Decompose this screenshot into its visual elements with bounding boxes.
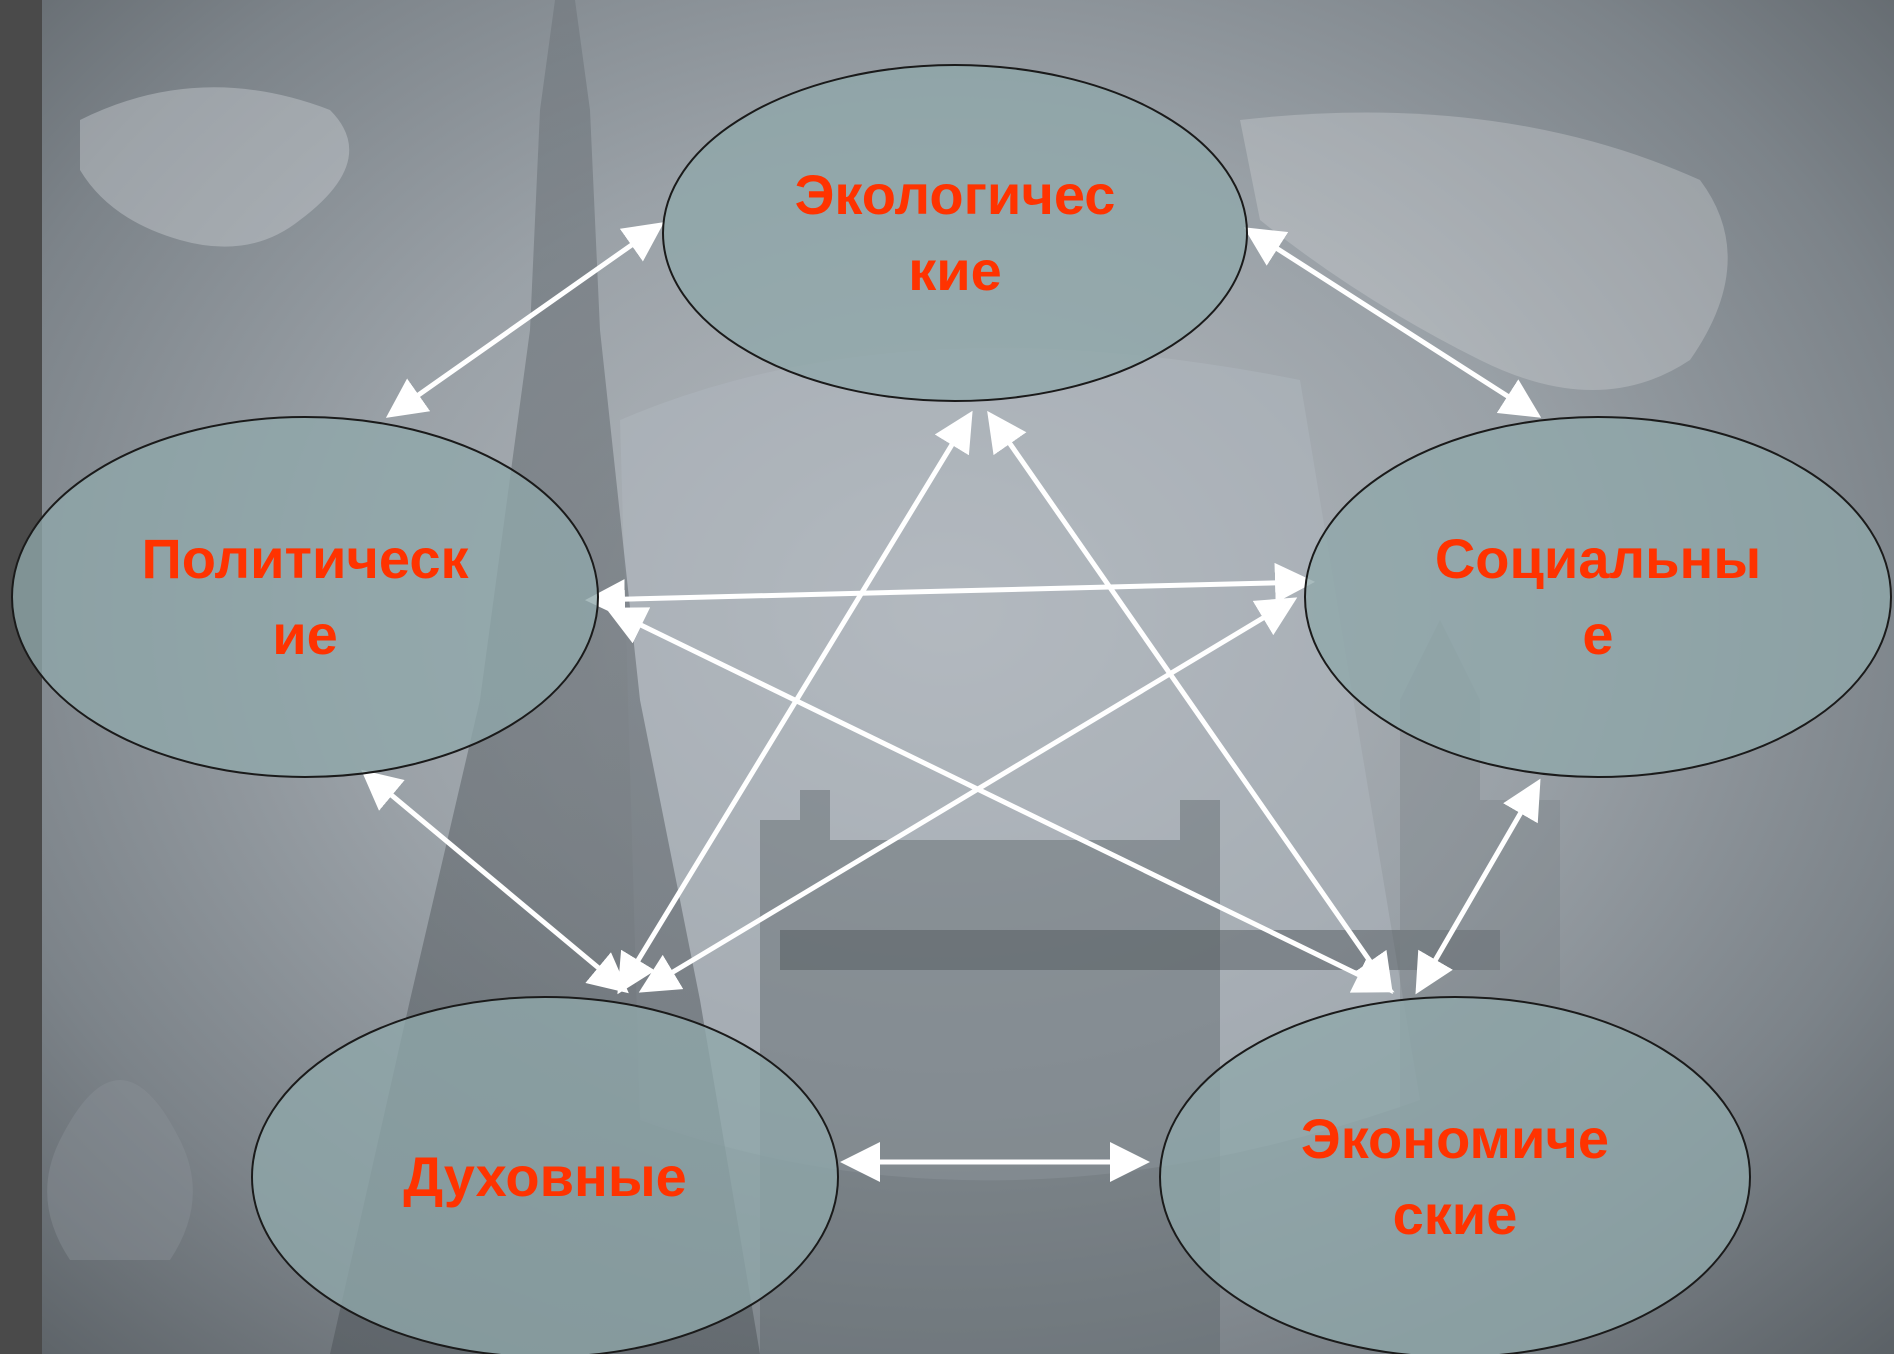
node-political bbox=[11, 416, 599, 778]
node-ecological bbox=[662, 64, 1248, 402]
arrow-political-economic bbox=[605, 607, 1395, 993]
arrow-political-social bbox=[585, 562, 1315, 620]
arrow-ecological-political bbox=[385, 222, 665, 418]
onion-dome-silhouette bbox=[47, 1080, 193, 1260]
arrow-ecological-social bbox=[1243, 227, 1542, 418]
edge-layer bbox=[361, 222, 1542, 1182]
node-layer bbox=[11, 64, 1892, 1354]
node-social bbox=[1304, 416, 1892, 778]
arrow-social-economic bbox=[1415, 778, 1541, 995]
arrow-political-spiritual bbox=[361, 769, 629, 994]
node-economic bbox=[1159, 996, 1751, 1354]
map-shape bbox=[80, 87, 350, 247]
arrow-ecological-economic bbox=[987, 410, 1393, 995]
left-border bbox=[0, 0, 42, 1354]
arrow-social-spiritual bbox=[638, 597, 1298, 993]
node-spiritual bbox=[251, 996, 839, 1354]
